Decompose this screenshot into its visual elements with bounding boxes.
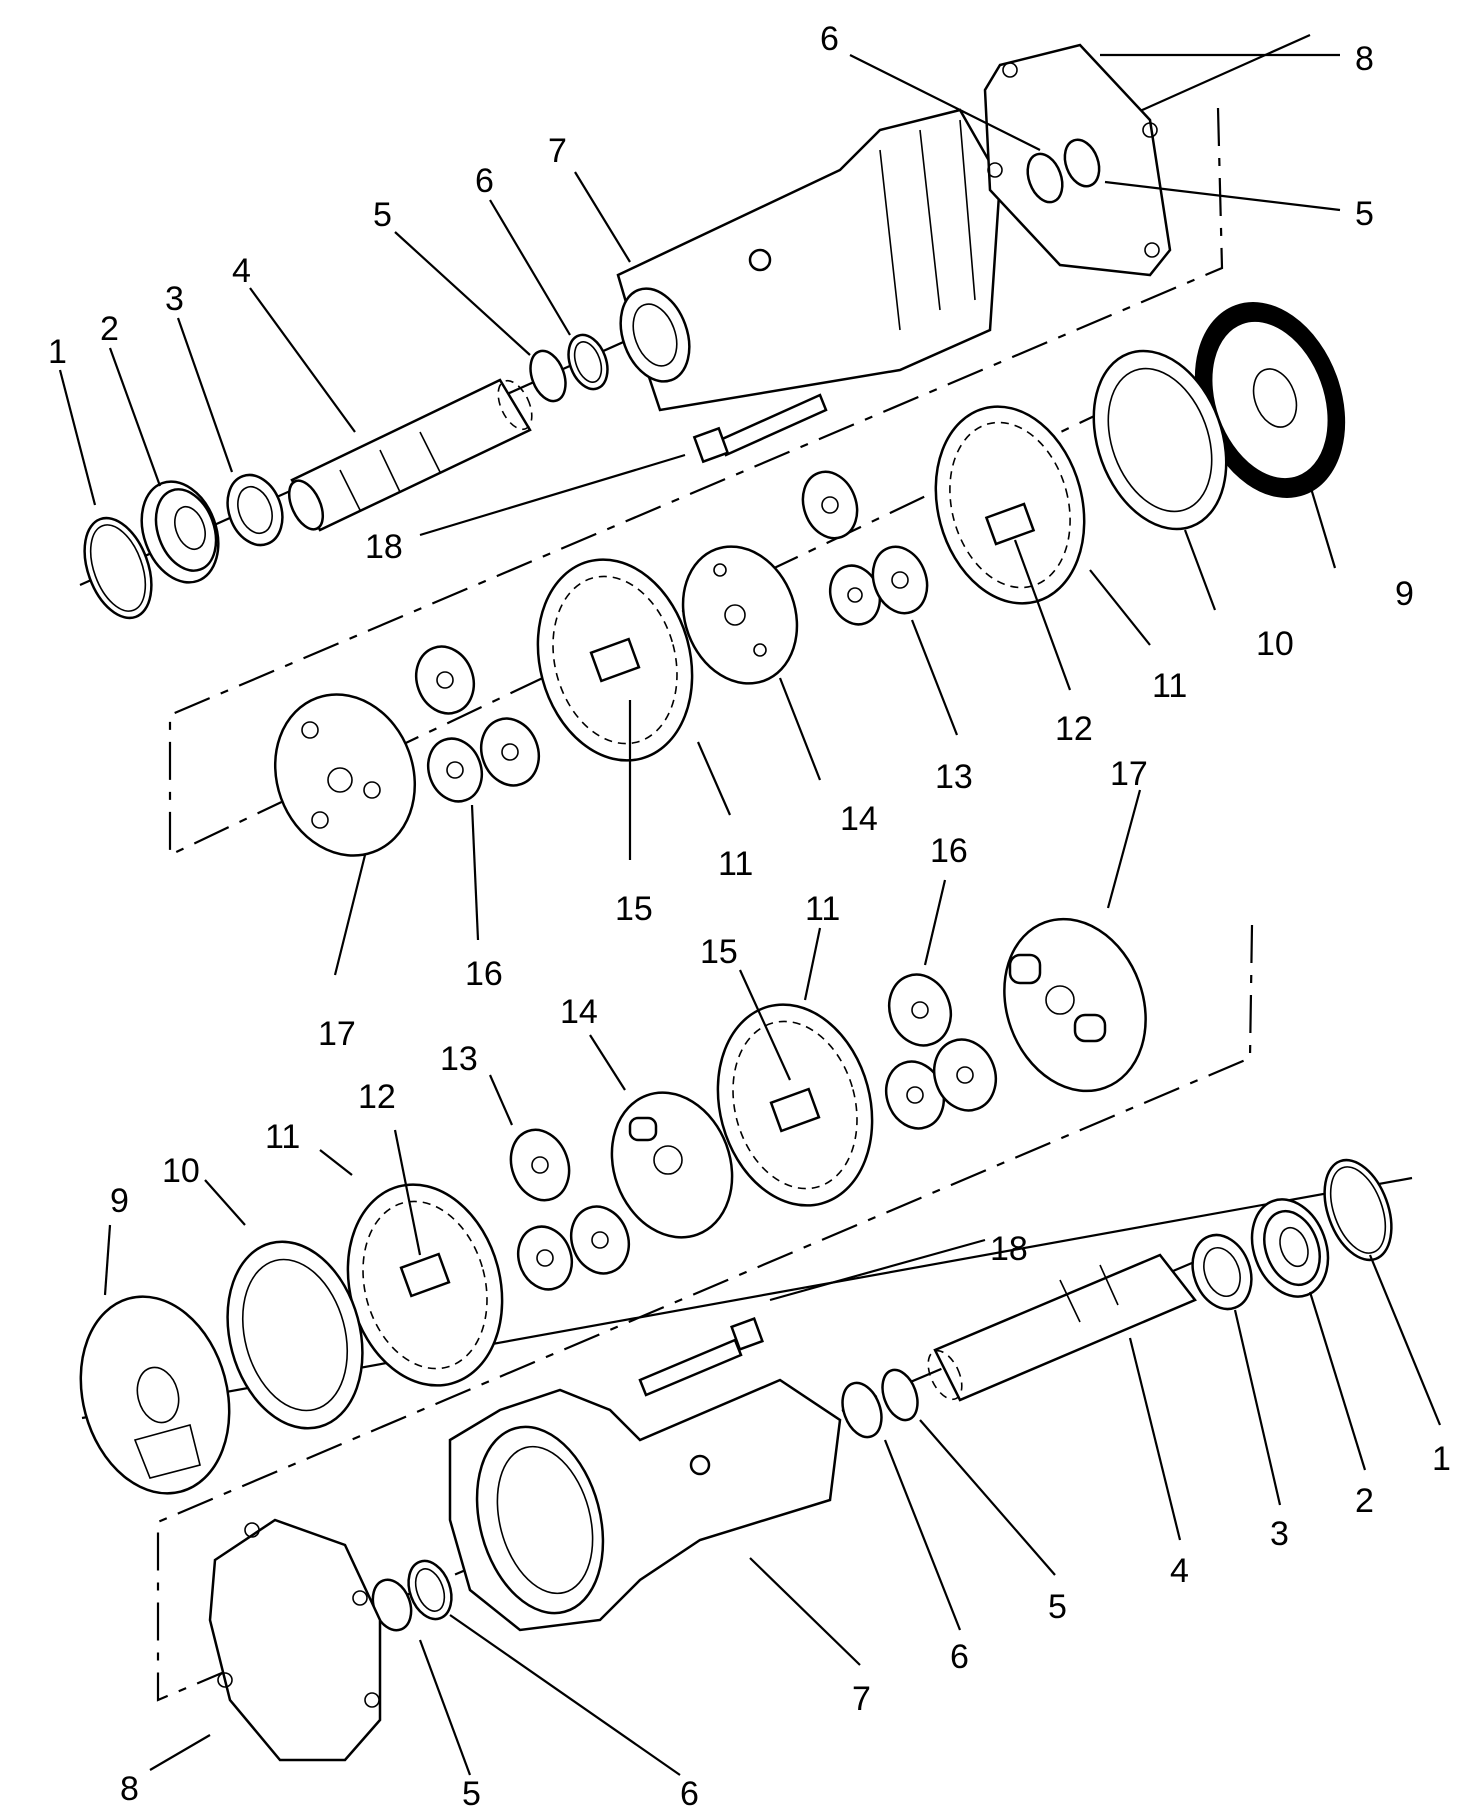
bearing-bottom (1250, 1198, 1330, 1298)
callout-8-bottom: 8 (120, 1770, 139, 1808)
callout-14-top: 14 (840, 800, 878, 838)
callout-8-top: 8 (1355, 40, 1374, 78)
callout-9-bottom: 9 (110, 1182, 129, 1220)
callout-3-top: 3 (165, 280, 184, 318)
callout-1-top: 1 (48, 333, 67, 371)
callout-15-top: 15 (615, 890, 653, 928)
carrier-end-plate-bottom (1003, 917, 1147, 1093)
thrust-washer-top (226, 473, 284, 547)
planet-carrier-drum-bottom-left (346, 1183, 504, 1387)
callout-17-top: 17 (318, 1015, 356, 1053)
callouts-top: 1 2 3 4 5 6 7 6 8 5 18 9 10 11 12 13 14 … (48, 20, 1414, 1053)
seal-ring-bottom-left-6 (407, 1559, 453, 1621)
callout-5-top-left: 5 (373, 196, 392, 234)
callout-3-bottom: 3 (1270, 1515, 1289, 1553)
seal-ring-top-left-6 (567, 333, 609, 391)
pressure-plate-bottom (79, 1295, 231, 1495)
seal-ring-bottom-right-5 (881, 1368, 919, 1422)
pressure-plate-top (1194, 302, 1346, 498)
callout-6-bottom-right: 6 (950, 1638, 969, 1676)
callout-17-bottom: 17 (1110, 755, 1148, 793)
seal-ring-top-right-6 (1026, 152, 1064, 204)
planet-gear-top-13a (801, 470, 859, 540)
callout-7-bottom: 7 (852, 1680, 871, 1718)
sun-gear-plate-top (681, 545, 799, 685)
leader-lines (58, 53, 1442, 1776)
planet-carrier-drum-top-middle (536, 558, 694, 762)
planet-carrier-drum-top-right (934, 405, 1086, 605)
callout-16-bottom: 16 (930, 832, 968, 870)
planet-carrier-drum-bottom-middle (716, 1003, 874, 1207)
callout-13-bottom: 13 (440, 1040, 478, 1078)
planet-gear-bottom-13c (569, 1205, 631, 1275)
clutch-plate-top (1092, 349, 1228, 531)
callout-18-bottom: 18 (990, 1230, 1028, 1268)
bolt-bottom (638, 1317, 764, 1397)
assembly-boundary-top (168, 107, 1224, 857)
callout-2-top: 2 (100, 310, 119, 348)
planet-gear-top-16a (414, 645, 476, 715)
callout-11-top-right: 11 (1152, 667, 1187, 705)
bolt-top (692, 393, 828, 464)
seal-ring-top-right-5 (1063, 138, 1101, 188)
callout-9-top: 9 (1395, 575, 1414, 613)
callout-15-bottom: 15 (700, 933, 738, 971)
callout-5-bottom-right: 5 (1048, 1588, 1067, 1626)
planet-gear-top-13c (871, 545, 929, 615)
callout-5-bottom-left: 5 (462, 1775, 481, 1811)
callout-10-bottom: 10 (162, 1152, 200, 1190)
planet-gear-top-16c (479, 717, 541, 787)
callout-6-top-right: 6 (820, 20, 839, 58)
callout-6-bottom-left: 6 (680, 1775, 699, 1811)
extension-housing-top (616, 108, 1002, 412)
retaining-ring-bottom (1323, 1158, 1393, 1262)
extension-housing-bottom (448, 1378, 842, 1632)
planet-gear-bottom-16a (887, 973, 953, 1047)
callout-14-bottom: 14 (560, 993, 598, 1031)
callout-11-top-middle: 11 (718, 845, 753, 883)
planet-gear-bottom-13b (516, 1225, 574, 1291)
callout-11-bottom-middle: 11 (805, 890, 840, 928)
planet-gear-top-16b (426, 737, 484, 803)
carrier-end-plate-top (273, 693, 417, 857)
callout-7-top: 7 (548, 132, 567, 170)
retaining-ring-top (83, 516, 153, 620)
callout-1-bottom: 1 (1432, 1440, 1451, 1478)
seal-ring-bottom-right-6 (841, 1381, 883, 1439)
output-shaft-bottom (927, 1253, 1197, 1402)
callouts-bottom: 17 16 15 11 14 13 12 11 10 9 18 1 2 3 4 … (110, 755, 1451, 1811)
callout-10-top: 10 (1256, 625, 1294, 663)
clutch-plate-bottom (226, 1240, 364, 1430)
assembly-boundary-bottom (156, 924, 1254, 1702)
seal-ring-top-left-5 (529, 349, 567, 403)
callout-2-bottom: 2 (1355, 1482, 1374, 1520)
callout-18-top: 18 (365, 528, 403, 566)
gasket-bottom (208, 1518, 382, 1762)
callout-4-top: 4 (232, 252, 251, 290)
callout-13-top: 13 (935, 758, 973, 796)
callout-16-top: 16 (465, 955, 503, 993)
callout-11-bottom-left: 11 (265, 1118, 300, 1156)
callout-4-bottom: 4 (1170, 1552, 1189, 1590)
callout-5-top-right: 5 (1355, 195, 1374, 233)
callout-12-top: 12 (1055, 710, 1093, 748)
callout-12-bottom: 12 (358, 1078, 396, 1116)
bearing-top (140, 480, 220, 584)
callout-6-top-left: 6 (475, 162, 494, 200)
thrust-washer-bottom (1191, 1233, 1253, 1311)
planet-gear-bottom-13a (509, 1128, 571, 1202)
output-shaft-top (287, 378, 533, 532)
sun-gear-plate-bottom (610, 1091, 734, 1239)
planet-gear-bottom-16c (932, 1038, 998, 1112)
